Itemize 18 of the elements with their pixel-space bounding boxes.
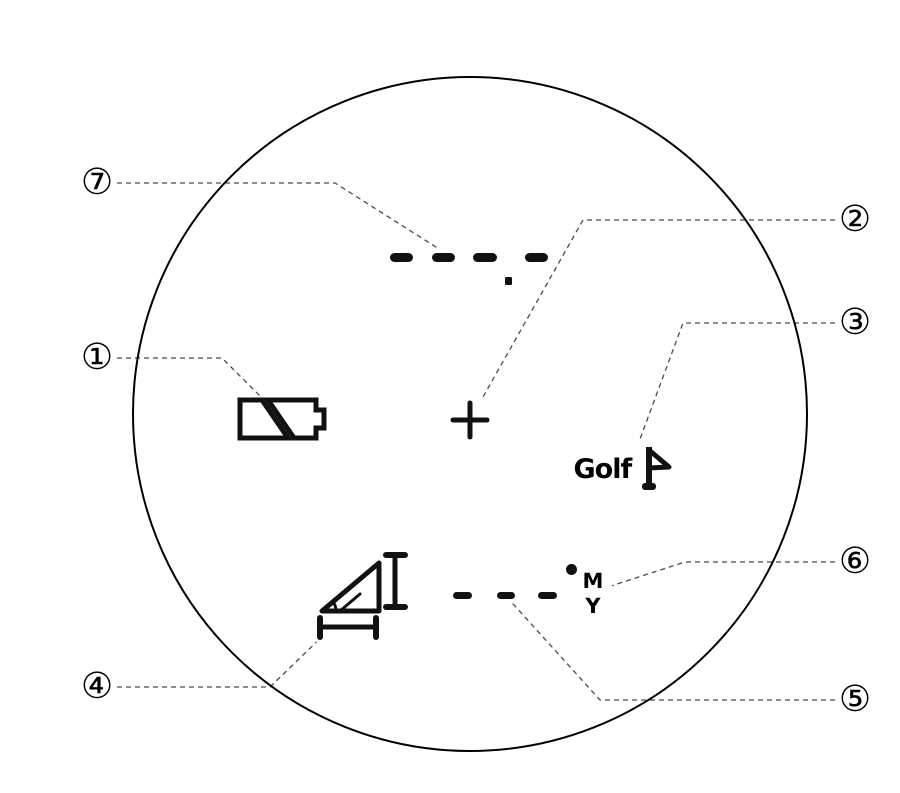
callout-number: ③ <box>835 303 875 343</box>
leader-line <box>510 602 835 701</box>
leader-line <box>117 642 317 688</box>
callout-number: ② <box>835 200 875 240</box>
callout-number: ① <box>77 338 117 378</box>
battery-icon <box>236 396 330 442</box>
viewfinder-circle <box>132 76 808 752</box>
mode-label: Golf <box>574 454 632 484</box>
unit-label: M Y <box>582 568 604 618</box>
crosshair-icon <box>450 400 490 440</box>
leader-line <box>117 182 438 249</box>
leader-line <box>638 322 835 442</box>
callout-number: ④ <box>77 667 117 707</box>
leader-line <box>612 561 835 586</box>
leader-line <box>117 357 260 396</box>
callout-number: ⑥ <box>835 542 875 582</box>
callout-number: ⑦ <box>77 163 117 203</box>
callout-number: ⑤ <box>835 680 875 720</box>
